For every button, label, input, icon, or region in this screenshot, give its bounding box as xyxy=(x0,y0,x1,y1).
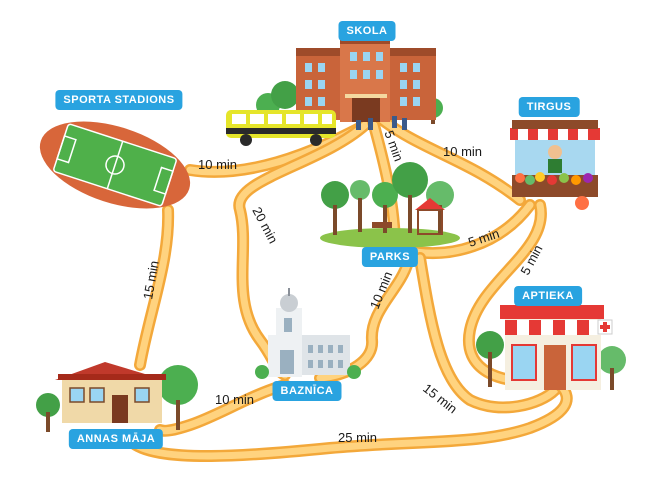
house-illustration xyxy=(36,362,198,432)
roads xyxy=(124,112,573,462)
label-annas-maja[interactable]: ANNAS MĀJA xyxy=(68,429,164,449)
time-skola-baznica: 20 min xyxy=(249,204,281,246)
label-baznica[interactable]: BAZNĪCA xyxy=(272,381,342,401)
time-skola-tirgus: 10 min xyxy=(443,144,482,159)
time-stadions-maja: 15 min xyxy=(140,259,162,300)
label-skola[interactable]: SKOLA xyxy=(338,21,396,41)
time-stadions-skola: 10 min xyxy=(198,157,237,172)
label-sporta-stadions[interactable]: SPORTA STADIONS xyxy=(55,90,183,110)
church-illustration xyxy=(255,288,361,379)
park-illustration xyxy=(320,162,460,248)
label-aptieka[interactable]: APTIEKA xyxy=(514,286,582,306)
pharmacy-illustration xyxy=(476,305,626,390)
label-tirgus[interactable]: TIRGUS xyxy=(518,97,580,117)
time-baznica-maja: 10 min xyxy=(215,392,254,407)
stadium-illustration xyxy=(39,121,191,209)
school-illustration xyxy=(226,38,443,146)
label-parks[interactable]: PARKS xyxy=(361,247,419,267)
market-illustration xyxy=(510,120,600,210)
time-maja-aptieka: 25 min xyxy=(338,430,377,445)
